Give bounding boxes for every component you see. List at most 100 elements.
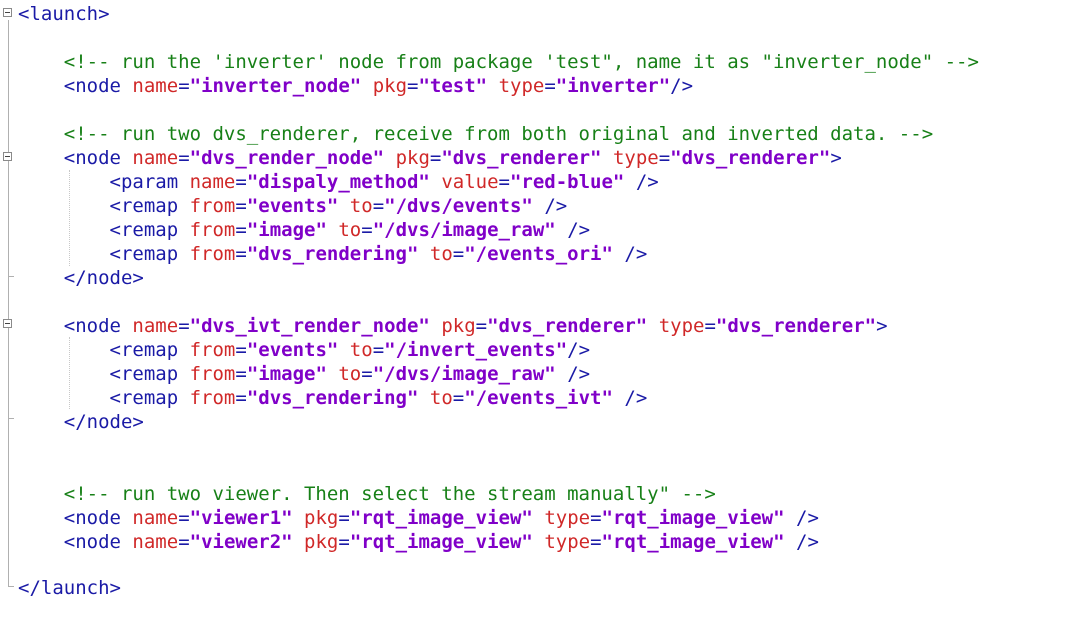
xml-punctuation [430,315,441,337]
xml-punctuation [624,171,635,193]
xml-tag: <param [109,171,179,193]
xml-punctuation: = [178,147,190,169]
xml-punctuation [178,219,189,241]
xml-punctuation [178,339,189,361]
indent-whitespace [18,483,64,505]
code-line-23[interactable]: <node name="viewer2" pkg="rqt_image_view… [18,530,819,554]
xml-punctuation [338,195,349,217]
xml-tag: <node [63,531,121,553]
xml-attribute: name [132,75,179,97]
fold-margin [0,0,16,618]
xml-punctuation: = [590,531,602,553]
xml-punctuation [785,531,796,553]
xml-attribute-value: "rqt_image_view" [601,531,785,553]
xml-attribute-value: "red-blue" [509,171,625,193]
xml-punctuation: = [658,147,671,169]
xml-punctuation: = [475,315,488,337]
fold-collapse-icon[interactable] [3,152,12,161]
xml-punctuation [533,195,544,217]
xml-attribute-value: "rqt_image_view" [349,507,533,529]
xml-attribute: type [612,147,659,169]
code-line-25[interactable]: </launch> [18,576,121,600]
xml-punctuation [613,387,624,409]
indent-whitespace [18,123,64,145]
xml-attribute-value: "dvs_render_node" [189,147,385,169]
indent-whitespace [18,387,110,409]
code-line-22[interactable]: <node name="viewer1" pkg="rqt_image_view… [18,506,819,530]
indent-whitespace [18,219,110,241]
xml-attribute-value: "dvs_rendering" [246,243,419,265]
xml-attribute-value: "/dvs/image_raw" [372,219,556,241]
xml-punctuation [293,507,304,529]
xml-punctuation: = [235,243,247,265]
xml-attribute-value: "/dvs/image_raw" [372,363,556,385]
xml-tag: /> [635,171,659,193]
code-line-17[interactable]: <remap from="dvs_rendering" to="/events_… [18,386,648,410]
indent-whitespace [18,315,64,337]
indent-whitespace [18,267,64,289]
xml-attribute: pkg [395,147,430,169]
fold-collapse-icon[interactable] [3,319,12,328]
xml-attribute-value: "events" [246,339,339,361]
code-line-16[interactable]: <remap from="image" to="/dvs/image_raw" … [18,362,591,386]
xml-punctuation: = [590,507,602,529]
xml-attribute: pkg [441,315,476,337]
xml-attribute-value: "dvs_renderer" [487,315,648,337]
xml-punctuation [785,507,796,529]
xml-punctuation: = [498,171,510,193]
code-line-14[interactable]: <node name="dvs_ivt_render_node" pkg="dv… [18,314,888,338]
fold-collapse-icon[interactable] [3,8,12,17]
xml-attribute-value: "dvs_renderer" [670,147,831,169]
code-line-6[interactable]: <!-- run two dvs_renderer, receive from … [18,122,933,146]
code-line-12[interactable]: </node> [18,266,144,290]
xml-punctuation [327,219,338,241]
xml-tag: <remap [109,387,179,409]
xml-tag: /> [796,507,819,529]
code-line-1[interactable]: <launch> [18,2,110,26]
xml-punctuation [338,339,349,361]
fold-guide-line [8,20,9,587]
code-line-21[interactable]: <!-- run two viewer. Then select the str… [18,482,716,506]
code-line-3[interactable]: <!-- run the 'inverter' node from packag… [18,50,979,74]
xml-punctuation: = [429,147,442,169]
xml-tag: <remap [109,195,179,217]
code-line-15[interactable]: <remap from="events" to="/invert_events"… [18,338,591,362]
code-line-18[interactable]: </node> [18,410,144,434]
indent-guide [69,337,70,409]
code-line-11[interactable]: <remap from="dvs_rendering" to="/events_… [18,242,648,266]
code-line-4[interactable]: <node name="inverter_node" pkg="test" ty… [18,74,693,98]
xml-punctuation [178,243,189,265]
xml-tag: > [830,147,842,169]
code-line-10[interactable]: <remap from="image" to="/dvs/image_raw" … [18,218,591,242]
xml-tag: /> [567,219,591,241]
xml-attribute-value: "image" [246,363,327,385]
xml-attribute: to [349,339,373,361]
xml-punctuation: = [407,75,419,97]
xml-attribute: from [189,363,236,385]
xml-tag: </node> [63,411,144,433]
xml-tag: <node [63,147,121,169]
xml-tag: /> [670,75,694,97]
xml-punctuation [178,363,189,385]
xml-attribute: name [132,147,179,169]
xml-punctuation [121,531,132,553]
xml-attribute-value: "dvs_renderer" [715,315,877,337]
indent-whitespace [18,147,64,169]
xml-attribute-value: "/dvs/events" [384,195,533,217]
xml-tag: </node> [63,267,144,289]
xml-punctuation: = [452,243,465,265]
xml-punctuation [361,75,372,97]
xml-tag: </launch> [18,577,121,599]
code-line-9[interactable]: <remap from="events" to="/dvs/events" /> [18,194,568,218]
indent-whitespace [18,243,110,265]
xml-attribute: name [189,171,236,193]
xml-attribute-value: "viewer1" [189,507,293,529]
xml-punctuation [121,75,132,97]
xml-attribute-value: "image" [246,219,327,241]
code-line-8[interactable]: <param name="dispaly_method" value="red-… [18,170,659,194]
xml-punctuation [487,75,498,97]
code-line-7[interactable]: <node name="dvs_render_node" pkg="dvs_re… [18,146,842,170]
xml-punctuation [327,363,338,385]
xml-attribute-value: "rqt_image_view" [349,531,533,553]
